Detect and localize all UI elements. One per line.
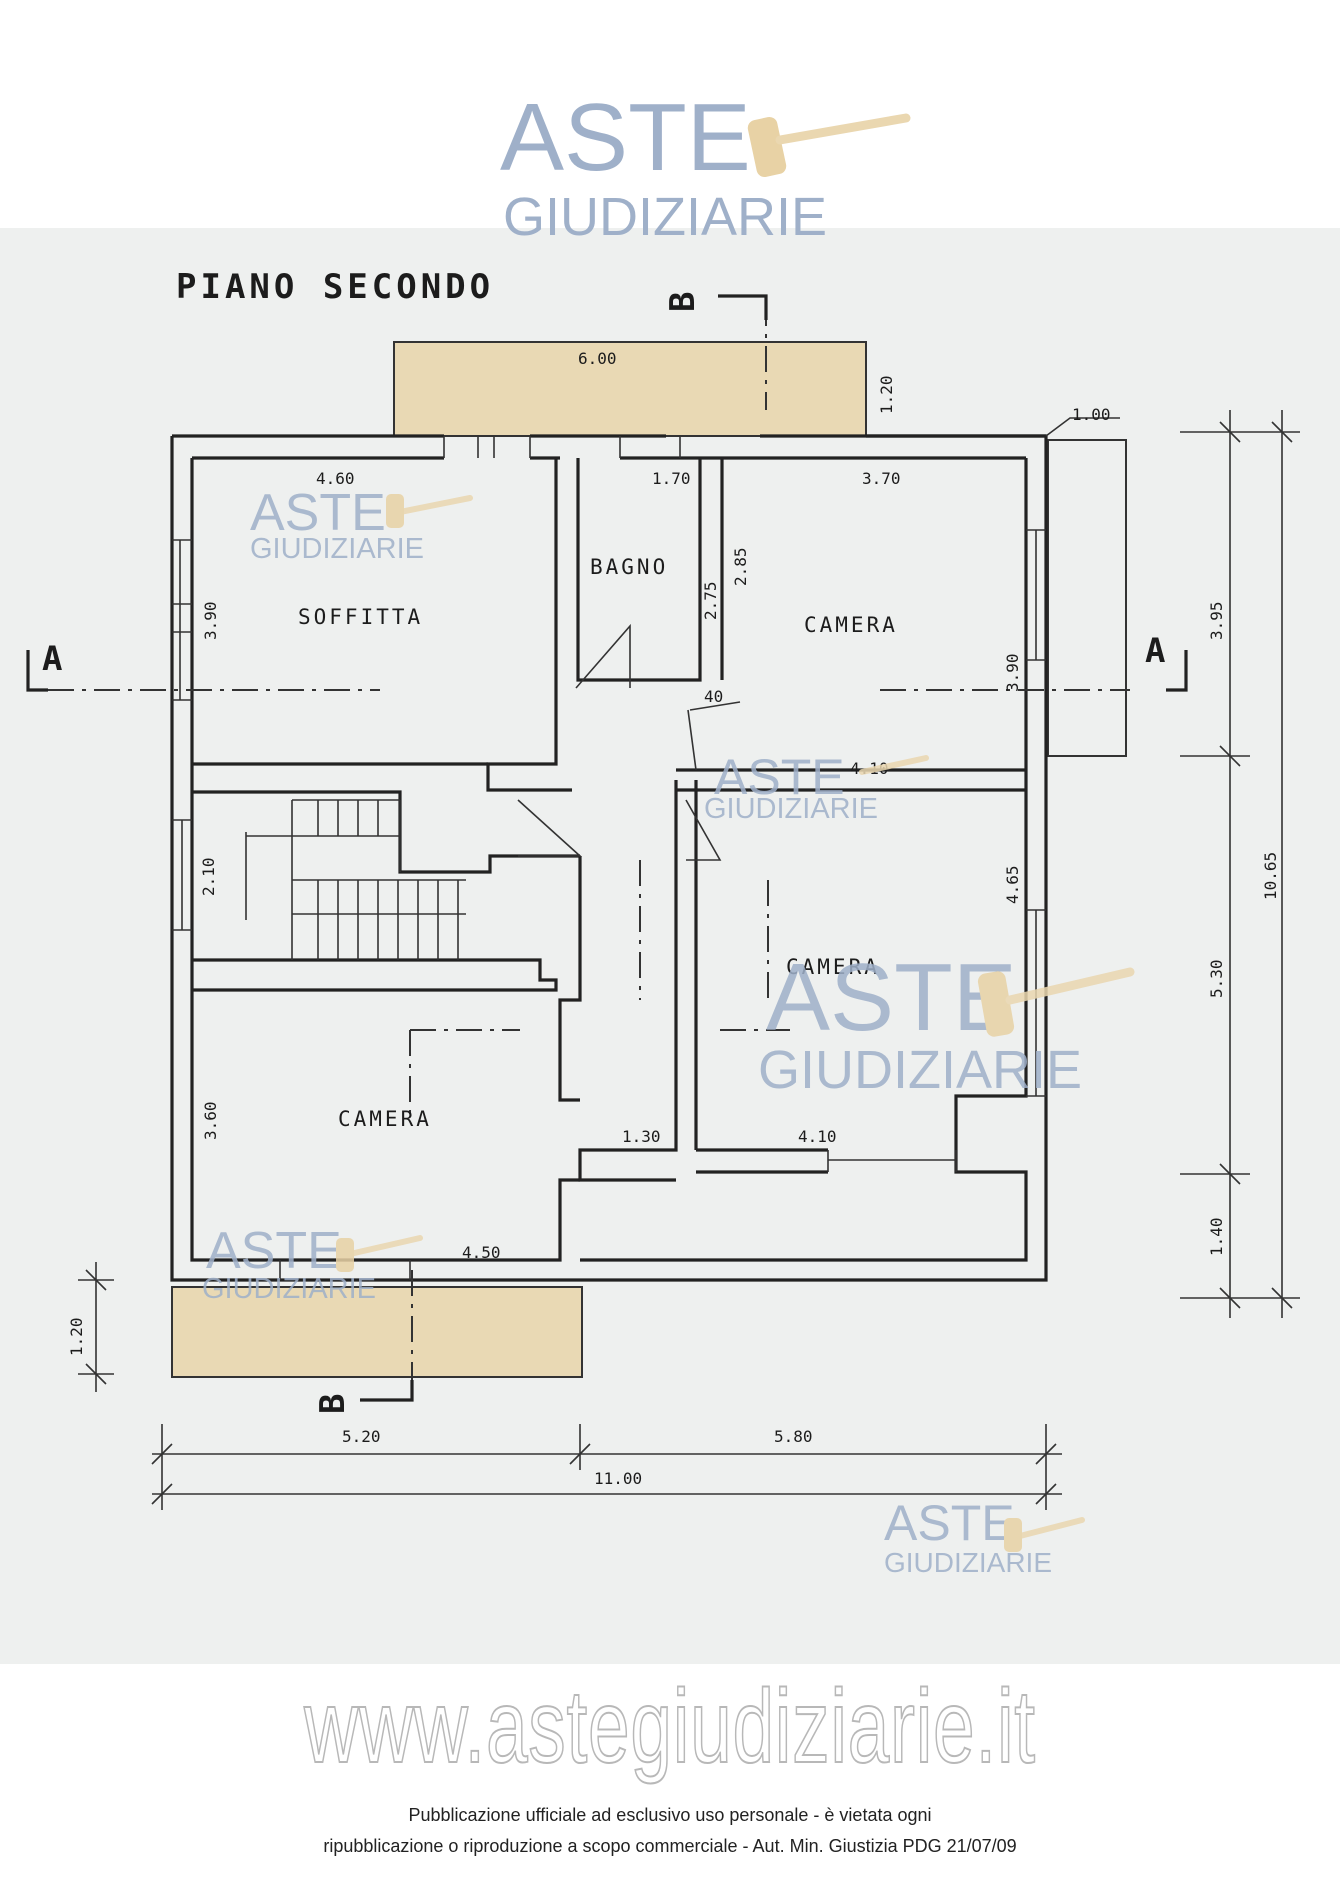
logo-brand-line1: ASTE [500,84,751,191]
svg-text:ASTE: ASTE [206,1222,342,1280]
watermark-url: www.astegiudiziarie.it [303,1668,1036,1786]
svg-text:GIUDIZIARIE: GIUDIZIARIE [704,793,878,825]
dim-soffitta-height: 3.90 [201,601,220,640]
svg-text:ASTE: ASTE [250,484,386,542]
dim-camera-e-height: 4.65 [1003,865,1022,904]
svg-text:GIUDIZIARIE: GIUDIZIARIE [884,1547,1052,1578]
dim-camera-sw-height: 3.60 [201,1101,220,1140]
svg-text:ASTE: ASTE [714,749,845,805]
svg-text:ASTE: ASTE [766,944,1017,1051]
dim-soffitta-width: 4.60 [316,469,355,488]
door-swings [517,623,741,861]
room-label-camera-e: CAMERA [786,955,880,979]
logo-brand-line2: GIUDIZIARIE [503,187,827,247]
room-label-camera-sw: CAMERA [338,1107,432,1131]
staircase [245,799,466,960]
dimension-lines [78,410,1300,1510]
dim-bottom-total: 11.00 [594,1469,642,1488]
balcony-top [393,341,867,437]
plan-sheet [0,228,1340,1664]
aste-watermark-bottom-right: ASTE GIUDIZIARIE [884,1495,1085,1578]
section-a-right: A [1145,631,1165,671]
gavel-icon [747,113,911,177]
svg-text:ASTE: ASTE [884,1495,1015,1551]
dim-camera-e-width-bottom: 4.10 [798,1127,837,1146]
dim-stair-height: 2.10 [199,857,218,896]
balcony-side [1047,439,1127,757]
dim-door-small: 40 [704,687,723,706]
plan-title: PIANO SECONDO [176,267,494,307]
section-a-left: A [42,639,62,679]
aste-logo-top: ASTE GIUDIZIARIE [500,84,911,247]
dim-right-total: 10.65 [1261,852,1280,900]
section-b-bottom: B [313,1394,353,1414]
dim-right-top: 3.95 [1207,601,1226,640]
svg-text:GIUDIZIARIE: GIUDIZIARIE [202,1273,376,1305]
interior-walls [192,458,1026,1182]
section-lines [26,294,1188,1402]
svg-text:GIUDIZIARIE: GIUDIZIARIE [758,1040,1082,1100]
dim-camera-ne-width: 3.70 [862,469,901,488]
room-label-soffitta: SOFFITTA [298,605,423,629]
footer-line-1: Pubblicazione ufficiale ad esclusivo uso… [408,1805,932,1825]
aste-watermark-soffitta: ASTE GIUDIZIARIE [250,484,473,565]
dim-camera-sw-width: 4.50 [462,1243,501,1262]
aste-watermark-center: ASTE GIUDIZIARIE [704,749,929,825]
dim-balcony-top-depth: 1.20 [877,375,896,414]
dim-bagno-width: 1.70 [652,469,691,488]
dim-balcony-top-width: 6.00 [578,349,617,368]
room-label-bagno: BAGNO [590,555,668,579]
aste-watermark-camera-sw: ASTE GIUDIZIARIE [202,1222,423,1305]
aste-watermark-camera-e: ASTE GIUDIZIARIE [758,944,1135,1100]
dim-side-balcony: 1.00 [1072,405,1111,424]
dim-right-mid: 5.30 [1207,959,1226,998]
windows [172,436,1046,1280]
dim-bottom-right: 5.80 [774,1427,813,1446]
section-b-top: B [663,292,703,312]
balcony-bottom [171,1286,583,1378]
footer-line-2: ripubblicazione o riproduzione a scopo c… [323,1836,1017,1856]
dim-corridor-width: 1.30 [622,1127,661,1146]
room-label-camera-ne: CAMERA [804,613,898,637]
dim-bottom-left: 5.20 [342,1427,381,1446]
dim-right-bottom: 1.40 [1207,1217,1226,1256]
dim-bagno-height-1: 2.75 [701,581,720,620]
svg-text:GIUDIZIARIE: GIUDIZIARIE [250,533,424,565]
dim-bagno-height-2: 2.85 [731,547,750,586]
dim-camera-ne-height: 3.90 [1003,653,1022,692]
dim-balcony-bottom-depth: 1.20 [67,1317,86,1356]
